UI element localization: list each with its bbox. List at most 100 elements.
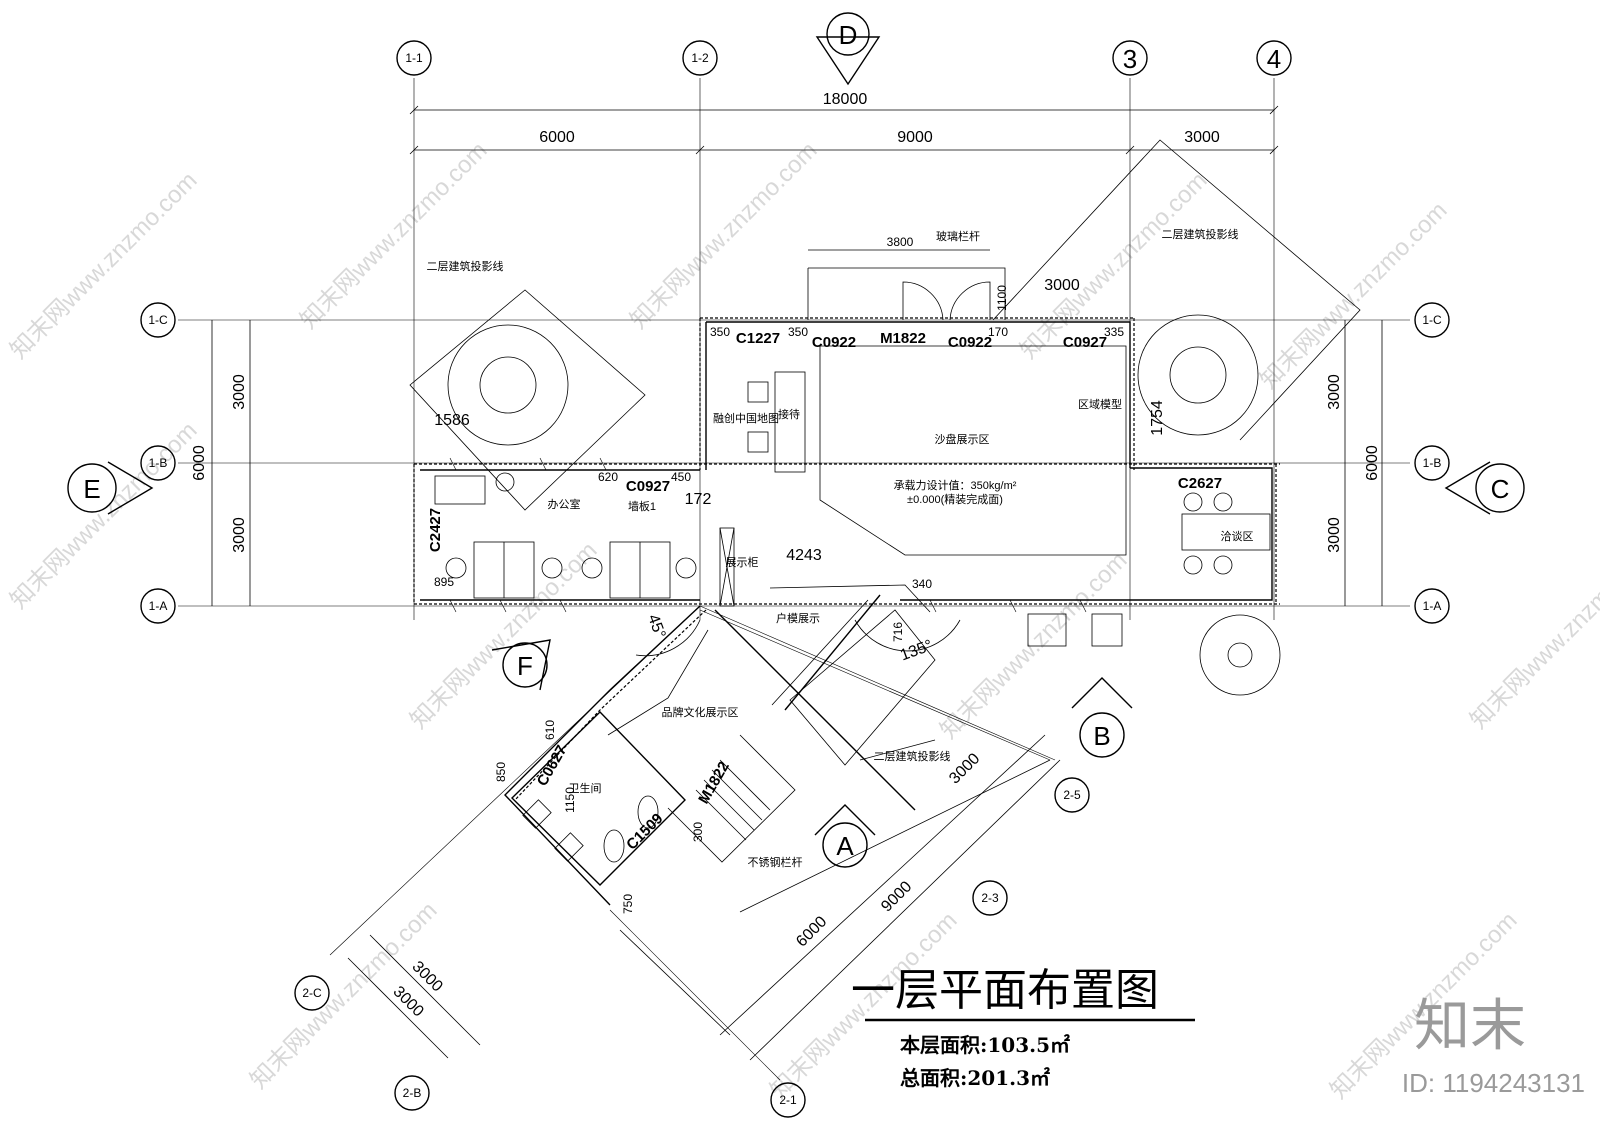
axis-bubble-1-A-right: 1-A — [1414, 588, 1450, 624]
svg-text:4: 4 — [1267, 44, 1281, 74]
dim-overall: 18000 — [823, 91, 868, 108]
room-label-map: 融创中国地图 — [713, 412, 779, 425]
svg-text:2-B: 2-B — [403, 1086, 422, 1100]
view-marker-E: E — [67, 461, 154, 515]
dim-left-row-1: 3000 — [231, 374, 248, 410]
svg-text:F: F — [517, 651, 533, 681]
dim-right-row-2: 3000 — [1326, 517, 1343, 553]
note-projection-bottom: 二层建筑投影线 — [874, 749, 951, 763]
watermark-text: 知末网www.znzmo.com — [5, 417, 202, 614]
axis-bubble-1-B-left: 1-B — [140, 445, 176, 481]
dim-bay-2: 9000 — [897, 129, 933, 146]
total-area: 总面积:201.3㎡ — [900, 1066, 1050, 1090]
svg-text:1-A: 1-A — [149, 599, 168, 613]
watermark-text: 知末网www.znzmo.com — [625, 137, 822, 334]
axis-line — [609, 909, 781, 1081]
axis-bubble-1-C-right: 1-C — [1414, 302, 1450, 338]
axis-bubble-1-B-right: 1-B — [1414, 445, 1450, 481]
room-label-office: 办公室 — [548, 497, 581, 511]
dim-right-row-1: 3000 — [1326, 374, 1343, 410]
room-label-sand-table: 沙盘展示区 — [935, 432, 990, 446]
note-load: 承载力设计值：350kg/m² — [894, 479, 1017, 492]
brand-logo-text: 知末 — [1414, 994, 1526, 1057]
axis-bubble-3: 3 — [1112, 40, 1148, 76]
watermark-text: 知末网www.znzmo.com — [5, 167, 202, 364]
window-code: C0627 — [534, 742, 571, 789]
dim-895: 895 — [434, 575, 454, 589]
svg-text:1-B: 1-B — [1423, 456, 1442, 470]
dim-850: 850 — [494, 762, 508, 782]
note-level: ±0.000(精装完成面) — [907, 492, 1003, 506]
floor-area: 本层面积:103.5㎡ — [900, 1033, 1070, 1057]
svg-text:2-5: 2-5 — [1063, 788, 1081, 802]
dim-skew-6000: 6000 — [793, 913, 830, 950]
axis-line — [699, 605, 1056, 761]
note-glass-rail: 玻璃栏杆 — [936, 229, 980, 243]
axis-bubble-4: 4 — [1256, 40, 1292, 76]
svg-text:1-A: 1-A — [1423, 599, 1442, 613]
dim-bay-1: 6000 — [539, 129, 575, 146]
svg-text:1-B: 1-B — [149, 456, 168, 470]
room-label-toilet: 卫生间 — [569, 781, 602, 795]
dim-skew-3000-b: 3000 — [390, 983, 427, 1020]
view-marker-B: B — [1071, 677, 1133, 758]
dim-skew-3000-a: 3000 — [409, 958, 446, 995]
top-dimensions: 18000 6000 9000 3000 — [409, 91, 1279, 155]
drawing-title: 一层平面布置图 — [851, 965, 1159, 1016]
dim-170: 170 — [988, 325, 1008, 339]
dim-left-total: 6000 — [191, 445, 208, 481]
axis-bubble-2-5: 2-5 — [1054, 777, 1090, 813]
dim-716: 716 — [891, 622, 905, 642]
view-marker-D: D — [815, 12, 881, 86]
dim-4243: 4243 — [786, 547, 822, 564]
svg-text:2-3: 2-3 — [981, 891, 999, 905]
tree-symbol — [1199, 614, 1281, 696]
image-id: ID: 1194243131 — [1402, 1068, 1585, 1098]
dim-350-b: 350 — [788, 325, 808, 339]
dim-450: 450 — [671, 470, 691, 484]
window-code: C1227 — [736, 330, 780, 347]
watermark-text: 知末网www.znzmo.com — [1465, 537, 1600, 734]
note-projection-left: 二层建筑投影线 — [427, 259, 504, 273]
dim-right-total: 6000 — [1364, 445, 1381, 481]
dim-3800: 3800 — [887, 235, 914, 249]
door-code: M1822 — [695, 759, 733, 807]
axis-bubble-1-1: 1-1 — [396, 40, 432, 76]
dim-172: 172 — [685, 491, 712, 508]
view-marker-A: A — [814, 804, 876, 868]
axis-bubbles: 1-1 1-2 3 4 1-C 1-B 1-A 1-C 1-B 1-A 2-5 … — [140, 40, 1450, 1118]
watermark-text: 知末网www.znzmo.com — [295, 137, 492, 334]
dim-bay-3: 3000 — [1184, 129, 1220, 146]
dim-350-a: 350 — [710, 325, 730, 339]
svg-text:2-1: 2-1 — [779, 1093, 797, 1107]
axis-bubble-2-B: 2-B — [394, 1075, 430, 1111]
window-code: C0927 — [626, 478, 670, 495]
watermark-text: 知末网www.znzmo.com — [935, 547, 1132, 744]
svg-text:3: 3 — [1123, 44, 1137, 74]
notes: 承载力设计值：350kg/m² ±0.000(精装完成面) 玻璃栏杆 不锈钢栏杆… — [427, 227, 1239, 869]
axis-line — [699, 609, 1051, 761]
grid-lines — [178, 78, 1410, 1081]
axis-bubble-2-1: 2-1 — [770, 1082, 806, 1118]
room-label-negotiation: 洽谈区 — [1221, 530, 1254, 543]
dim-1754: 1754 — [1149, 400, 1166, 436]
svg-text:1-C: 1-C — [148, 313, 168, 327]
room-label-region-model: 区域模型 — [1078, 397, 1122, 411]
svg-text:A: A — [836, 831, 854, 861]
view-marker-C: C — [1444, 461, 1525, 515]
dim-750: 750 — [621, 894, 635, 914]
svg-text:B: B — [1093, 721, 1110, 751]
tree-symbol — [1137, 314, 1259, 436]
room-label-unit-model: 户模展示 — [776, 611, 820, 625]
svg-text:1-2: 1-2 — [691, 51, 709, 65]
room-label-brand-culture: 品牌文化展示区 — [662, 705, 739, 719]
dim-340: 340 — [912, 577, 932, 591]
axis-bubble-2-3: 2-3 — [972, 880, 1008, 916]
title-block: 一层平面布置图 本层面积:103.5㎡ 总面积:201.3㎡ — [851, 965, 1159, 1090]
window-code: C0922 — [948, 334, 992, 351]
window-code: C2627 — [1178, 475, 1222, 492]
window-code: C0922 — [812, 334, 856, 351]
room-label-wall-panel: 墙板1 — [628, 499, 656, 513]
svg-text:2-C: 2-C — [302, 986, 322, 1000]
dim-1586: 1586 — [434, 412, 470, 429]
